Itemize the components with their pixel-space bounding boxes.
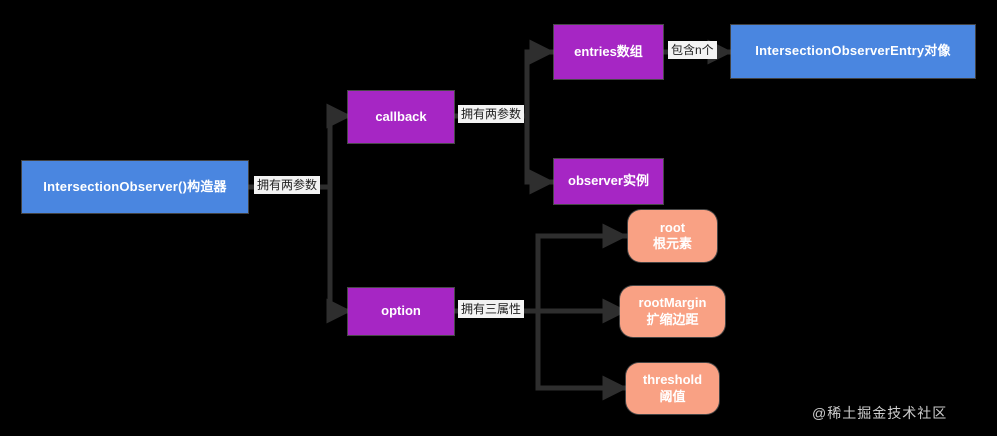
node-label: IntersectionObserverEntry对像 — [755, 43, 951, 59]
node-label: callback — [375, 108, 427, 124]
edge-label-option-three-props: 拥有三属性 — [458, 300, 525, 319]
watermark-text: @稀土掘金技术社区 — [812, 405, 948, 421]
edge-label-callback-two-params: 拥有两参数 — [458, 105, 525, 124]
node-intersection-observer-constructor[interactable]: IntersectionObserver()构造器 — [22, 161, 248, 213]
node-option-threshold[interactable]: threshold 阈值 — [626, 363, 719, 414]
node-option-root[interactable]: root 根元素 — [628, 210, 717, 262]
node-intersection-observer-entry-object[interactable]: IntersectionObserverEntry对像 — [731, 25, 975, 78]
node-sublabel: 扩缩边距 — [646, 311, 699, 327]
node-label: observer实例 — [568, 173, 649, 189]
node-label: entries数组 — [574, 43, 643, 59]
node-label: rootMargin — [638, 295, 707, 311]
node-entries-array[interactable]: entries数组 — [554, 25, 663, 79]
edge-label-text: 包含n个 — [671, 43, 714, 57]
edge-label-text: 拥有三属性 — [461, 302, 522, 316]
node-option[interactable]: option — [348, 288, 454, 335]
node-label: root — [659, 219, 686, 235]
edge-label-entries-contains-n: 包含n个 — [668, 41, 717, 60]
node-sublabel: 阈值 — [659, 388, 686, 404]
node-option-root-margin[interactable]: rootMargin 扩缩边距 — [620, 286, 725, 337]
node-label: threshold — [642, 372, 703, 388]
edge-label-constructor-two-params: 拥有两参数 — [254, 176, 321, 195]
node-label: option — [381, 303, 421, 319]
node-observer-instance[interactable]: observer实例 — [554, 159, 663, 204]
edge-label-text: 拥有两参数 — [461, 107, 522, 121]
node-callback[interactable]: callback — [348, 91, 454, 143]
node-label: IntersectionObserver()构造器 — [43, 178, 227, 194]
edge-label-text: 拥有两参数 — [257, 178, 318, 192]
watermark: @稀土掘金技术社区 — [812, 403, 947, 423]
node-sublabel: 根元素 — [652, 236, 692, 251]
